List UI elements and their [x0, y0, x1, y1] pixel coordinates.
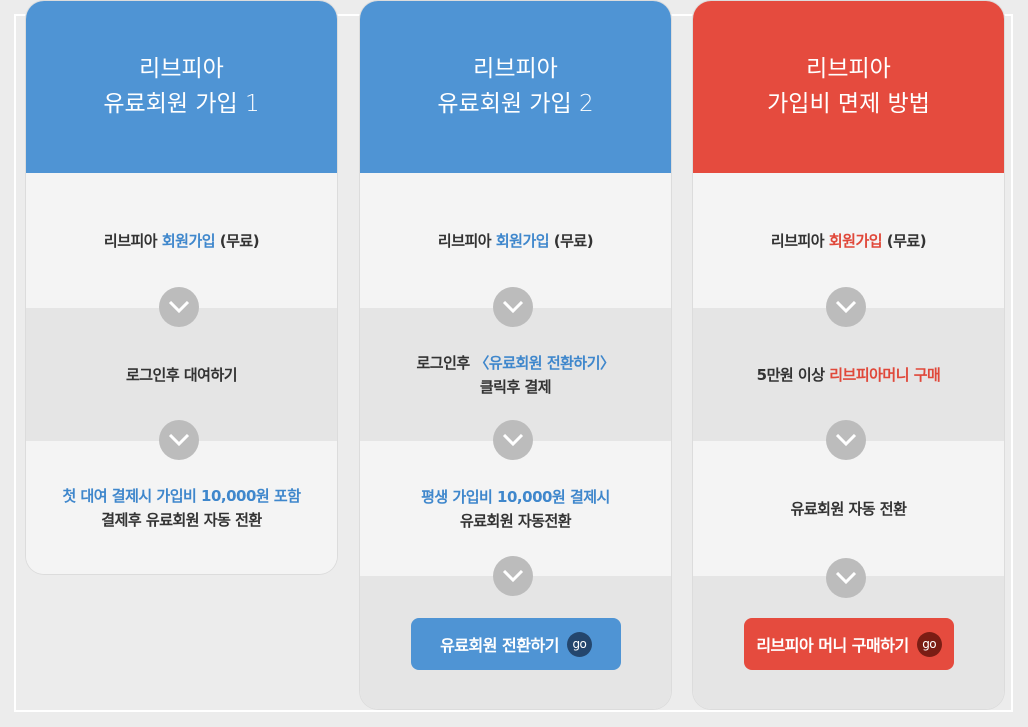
step-text: 리브피아 — [770, 231, 829, 250]
chevron-down-icon — [826, 287, 866, 327]
card-title-line1: 리브피아 — [139, 56, 224, 82]
card-title-line2: 유료회원 가입 1 — [103, 91, 260, 117]
chevron-down-icon — [159, 420, 199, 460]
step-text: 로그인후 — [416, 353, 475, 372]
step-text: (무료) — [549, 231, 594, 250]
step-text: (무료) — [882, 231, 927, 250]
card-title-line1: 리브피아 — [473, 56, 558, 82]
buy-money-button[interactable]: 리브피아 머니 구매하기 go — [744, 618, 954, 670]
card-paid-membership-2: 리브피아 유료회원 가입 2 리브피아 회원가입 (무료) 로그인후 〈유료회원… — [360, 1, 671, 709]
step-text-highlight: 평생 가입비 10,000원 결제시 — [421, 487, 610, 506]
button-label: 유료회원 전환하기 — [440, 636, 559, 655]
step-text: 리브피아 — [103, 231, 162, 250]
step-text: 결제후 유료회원 자동 전환 — [101, 510, 262, 529]
money-highlight: 리브피아머니 구매 — [829, 365, 941, 384]
signup-highlight: 회원가입 — [828, 231, 883, 250]
step-text: 유료회원 자동전환 — [459, 511, 572, 530]
signup-highlight: 회원가입 — [161, 231, 216, 250]
chevron-down-icon — [493, 556, 533, 596]
chevron-down-icon — [826, 420, 866, 460]
step-signup: 리브피아 회원가입 (무료) — [693, 173, 1004, 308]
step-text: (무료) — [215, 231, 260, 250]
button-label: 리브피아 머니 구매하기 — [756, 636, 909, 655]
step-auto-convert: 유료회원 자동 전환 — [693, 441, 1004, 576]
card-header: 리브피아 가입비 면제 방법 — [693, 1, 1004, 173]
step-login-convert: 로그인후 〈유료회원 전환하기〉 클릭후 결제 — [360, 308, 671, 441]
step-signup: 리브피아 회원가입 (무료) — [26, 173, 337, 308]
step-text-highlight: 첫 대여 결제시 가입비 10,000원 포함 — [62, 486, 301, 505]
signup-highlight: 회원가입 — [495, 231, 550, 250]
step-text: 로그인후 대여하기 — [125, 365, 238, 384]
card-paid-membership-1: 리브피아 유료회원 가입 1 리브피아 회원가입 (무료) 로그인후 대여하기 … — [26, 1, 337, 574]
card-header: 리브피아 유료회원 가입 1 — [26, 1, 337, 173]
step-text: 유료회원 자동 전환 — [790, 499, 907, 518]
convert-highlight: 〈유료회원 전환하기〉 — [474, 353, 615, 372]
card-fee-waiver: 리브피아 가입비 면제 방법 리브피아 회원가입 (무료) 5만원 이상 리브피… — [693, 1, 1004, 709]
step-buy-money: 5만원 이상 리브피아머니 구매 — [693, 308, 1004, 441]
chevron-down-icon — [159, 287, 199, 327]
chevron-down-icon — [493, 287, 533, 327]
card-title-line1: 리브피아 — [806, 56, 891, 82]
step-text: 리브피아 — [437, 231, 496, 250]
step-first-payment: 첫 대여 결제시 가입비 10,000원 포함 결제후 유료회원 자동 전환 — [26, 441, 337, 574]
step-login-rent: 로그인후 대여하기 — [26, 308, 337, 441]
go-icon: go — [566, 631, 592, 657]
go-icon: go — [916, 631, 942, 657]
step-lifetime-fee: 평생 가입비 10,000원 결제시 유료회원 자동전환 — [360, 441, 671, 576]
step-signup: 리브피아 회원가입 (무료) — [360, 173, 671, 308]
card-header: 리브피아 유료회원 가입 2 — [360, 1, 671, 173]
card-title-line2: 가입비 면제 방법 — [767, 91, 930, 117]
step-text: 5만원 이상 — [756, 365, 830, 384]
chevron-down-icon — [493, 420, 533, 460]
convert-membership-button[interactable]: 유료회원 전환하기 go — [411, 618, 621, 670]
chevron-down-icon — [826, 558, 866, 598]
card-title-line2: 유료회원 가입 2 — [437, 91, 594, 117]
step-text: 클릭후 결제 — [479, 377, 552, 396]
